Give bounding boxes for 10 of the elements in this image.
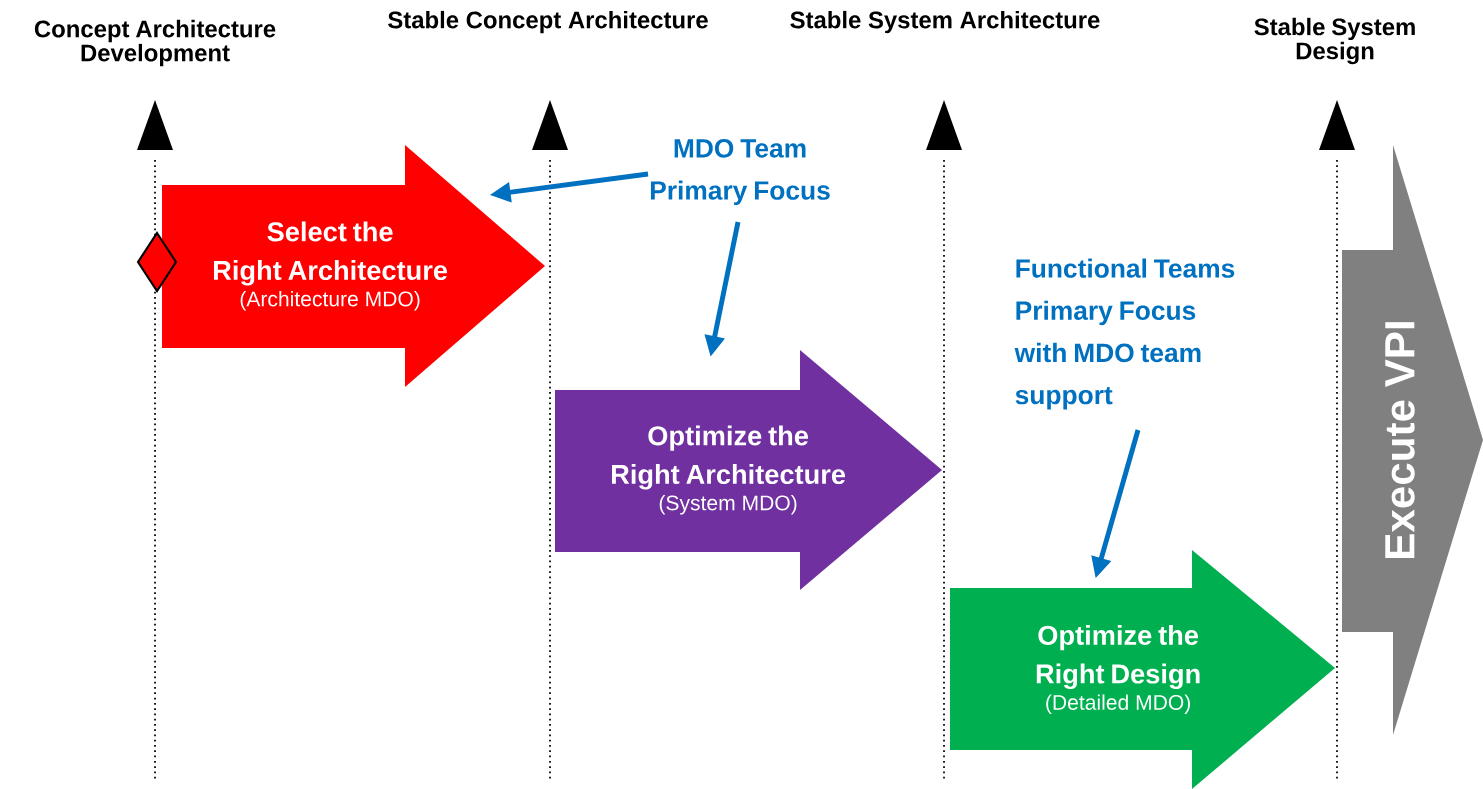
milestone-label: Stable System Architecture bbox=[790, 10, 1100, 34]
phase-block: Optimize the Right Architecture (System MDO) bbox=[555, 350, 942, 590]
phase-block: Optimize the Right Design (Detailed MDO) bbox=[950, 550, 1335, 789]
callout-text: MDO Team Primary Focus bbox=[650, 139, 830, 205]
milestone-label: Concept Architecture Development bbox=[34, 19, 276, 67]
milestone-label: Stable Concept Architecture bbox=[388, 10, 708, 34]
milestone-label: Stable System Design bbox=[1254, 17, 1415, 65]
phase-block: Execute VPI bbox=[1342, 145, 1483, 735]
phase-block: Select the Right Architecture (Architecture MDO) bbox=[162, 145, 545, 387]
callout-text: Functional Teams Primary Focus with MDO team support bbox=[1014, 258, 1235, 410]
